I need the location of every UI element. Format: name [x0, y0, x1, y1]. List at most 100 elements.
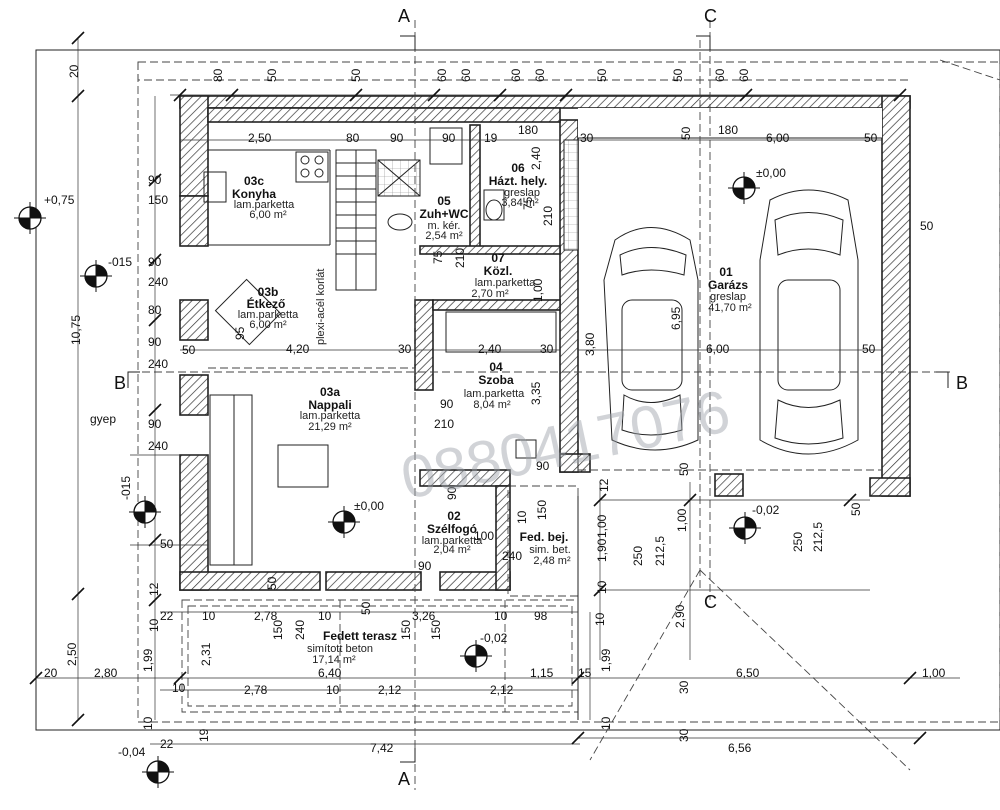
room-number: 03b — [258, 285, 279, 299]
dim-text: 20 — [44, 666, 58, 680]
dim-text: 2,31 — [199, 642, 213, 666]
dim-text: 90 — [445, 486, 459, 500]
room-area: 41,70 m² — [708, 302, 752, 314]
dim-text: 50 — [595, 68, 609, 82]
dim-text: 90 — [440, 397, 454, 411]
dim-text: 12 — [147, 582, 161, 596]
dim-text: 2,80 — [94, 666, 118, 680]
dim-text: 90 — [148, 255, 162, 269]
level-marker — [14, 202, 46, 234]
bed — [445, 311, 557, 353]
dim-text: 100 — [474, 529, 494, 543]
dim-text: 50 — [677, 462, 691, 476]
dimension-texts: 20 80 50 50 60 60 60 60 50 50 60 60 2,50… — [44, 64, 946, 755]
room-area: 6,00 m² — [249, 319, 287, 331]
room-area: 2,70 m² — [471, 288, 509, 300]
dim-text: 90 — [536, 459, 550, 473]
wall-east — [881, 95, 911, 497]
room-area: 21,29 m² — [308, 421, 352, 433]
dim-text: 3,26 — [412, 609, 436, 623]
room-name: Garázs — [708, 278, 748, 292]
garage-pillar — [714, 473, 744, 497]
dimension-ticks — [29, 31, 927, 745]
dim-text: 6,95 — [669, 306, 683, 330]
dim-text: 75 — [431, 250, 445, 264]
dim-text: 210 — [453, 248, 467, 268]
dim-text: 2,78 — [254, 609, 278, 623]
dim-text: 15 — [578, 666, 592, 680]
dim-text: 95 — [233, 326, 247, 340]
dim-text: 60 — [509, 68, 523, 82]
dim-text: 10,75 — [69, 315, 83, 345]
dim-text: 150 — [535, 500, 549, 520]
level-label: -015 — [119, 476, 133, 500]
dim-text: 150 — [148, 193, 168, 207]
room-surface: lam.parketta — [464, 388, 525, 400]
dim-text: 50 — [182, 343, 196, 357]
dim-text: 90 — [148, 335, 162, 349]
room-number: 02 — [447, 509, 461, 523]
dim-text: 60 — [737, 68, 751, 82]
dim-text: 3,35 — [529, 381, 543, 405]
dim-text: 240 — [293, 620, 307, 640]
level-markers — [14, 172, 761, 788]
room-surface: lam.parketta — [238, 309, 299, 321]
porch-surface: sim. bet. — [529, 544, 571, 556]
dim-text: 6,00 — [706, 342, 730, 356]
dim-text: 2,90 — [673, 604, 687, 628]
level-marker — [129, 496, 161, 528]
dim-text: 80 — [148, 303, 162, 317]
dim-text: 10 — [599, 716, 613, 730]
section-c-top: C — [704, 6, 717, 26]
dim-text: 50 — [160, 537, 174, 551]
terrace-area — [181, 485, 911, 771]
dim-text: 19 — [484, 131, 498, 145]
dim-text: 212,5 — [653, 536, 667, 566]
dim-text: 30 — [580, 131, 594, 145]
room-labels: 03c Konyha lam.parketta 6,00 m² 03b Étke… — [90, 161, 752, 666]
section-lines — [127, 20, 950, 790]
dim-text: 1,00 — [595, 514, 609, 538]
level-marker — [142, 756, 174, 788]
dim-text: 50 — [679, 126, 693, 140]
section-marks: A A B B C C — [114, 6, 968, 789]
room-name: Szoba — [478, 373, 514, 387]
coffee-table — [277, 444, 329, 488]
dim-text: 6,56 — [728, 741, 752, 755]
wall-north — [179, 95, 911, 109]
car-right — [759, 189, 859, 455]
level-label: -0,02 — [752, 503, 780, 517]
dim-text: 90 — [148, 173, 162, 187]
plot-boundary — [137, 61, 1000, 723]
dim-text: 240 — [502, 549, 522, 563]
dim-text: 30 — [398, 342, 412, 356]
dim-text: 10 — [202, 609, 216, 623]
dim-text: 50 — [920, 219, 934, 233]
railing-label: plexi-acél korlát — [315, 269, 327, 345]
dim-text: 2,78 — [244, 683, 268, 697]
dim-text: 10 — [593, 612, 607, 626]
dim-text: 75 — [521, 196, 535, 210]
dim-text: 240 — [148, 439, 168, 453]
dim-text: 90 — [418, 559, 432, 573]
dim-text: 10 — [494, 609, 508, 623]
room-area: 8,04 m² — [473, 399, 511, 411]
dim-text: 240 — [148, 275, 168, 289]
room-name: Zuh+WC — [420, 207, 469, 221]
dim-text: 98 — [534, 609, 548, 623]
dim-text: 150 — [271, 620, 285, 640]
level-label: -015 — [108, 255, 132, 269]
dim-text: 210 — [434, 417, 454, 431]
dim-text: 150 — [399, 620, 413, 640]
dim-text: 60 — [435, 68, 449, 82]
dim-text: 180 — [518, 123, 538, 137]
level-marker — [460, 640, 492, 672]
house-walls — [179, 95, 911, 591]
dim-text: 60 — [459, 68, 473, 82]
room-name: Közl. — [484, 264, 513, 278]
level-label: ±0,00 — [756, 166, 786, 180]
room-name: Nappali — [308, 398, 351, 412]
porch-area: 2,48 m² — [533, 555, 571, 567]
dim-text: 50 — [671, 68, 685, 82]
